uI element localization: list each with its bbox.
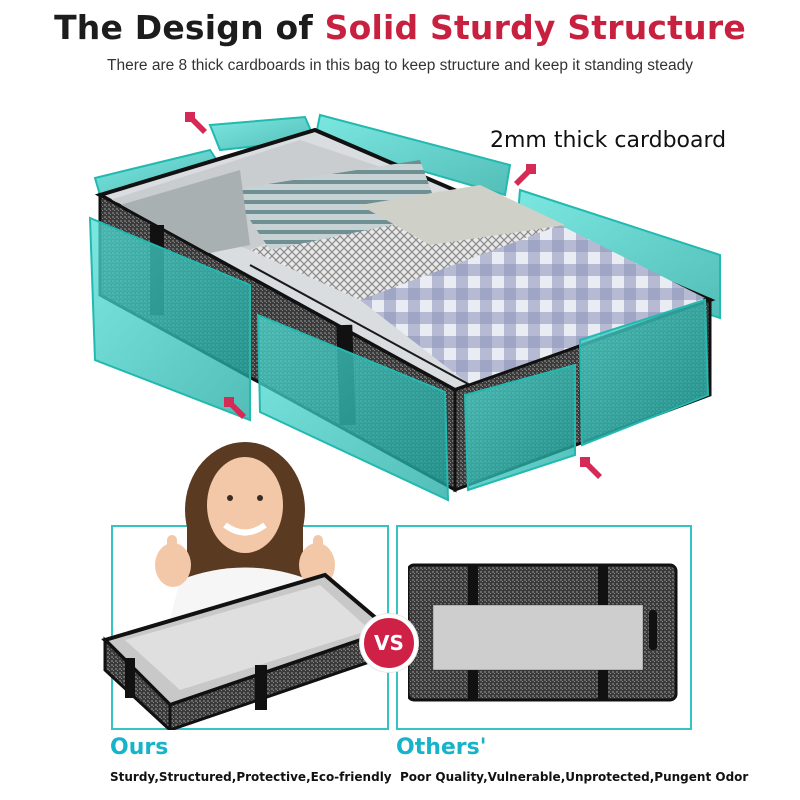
page-subtitle: There are 8 thick cardboards in this bag… (107, 57, 693, 74)
ours-product-photo (101, 442, 394, 730)
arrow-icon-bottom-right (580, 457, 602, 479)
others-caption: Poor Quality,Vulnerable,Unprotected,Pung… (400, 770, 749, 784)
vs-badge: VS (360, 614, 418, 672)
page-title: The Design of Solid Sturdy Structure (0, 8, 800, 47)
arrow-icon-top-left (185, 112, 207, 134)
others-product-photo (408, 563, 678, 702)
arrow-icon-bottom-left (224, 397, 246, 419)
others-label: Others' (396, 735, 487, 760)
arrow-icon-top-right (514, 164, 536, 186)
title-part-accent: Solid Sturdy Structure (324, 8, 746, 47)
ours-caption: Sturdy,Structured,Protective,Eco-friendl… (110, 770, 392, 784)
cardboard-callout: 2mm thick cardboard (490, 128, 727, 153)
ours-label: Ours (110, 735, 169, 760)
title-part-dark: The Design of (54, 8, 325, 47)
